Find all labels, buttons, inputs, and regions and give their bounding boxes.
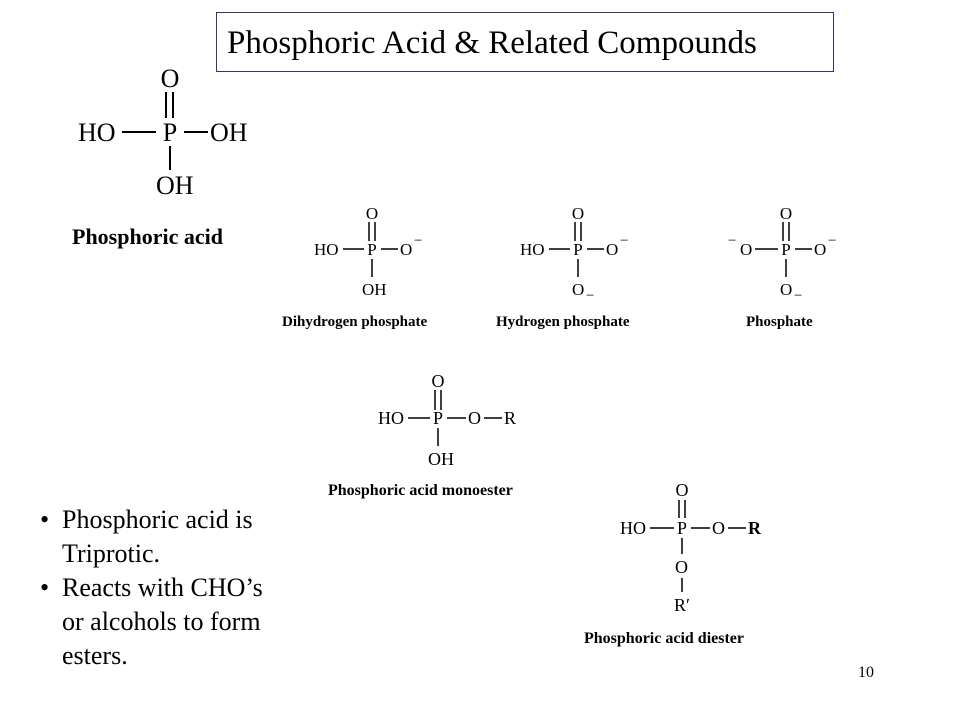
phosphate-structure: O − O P O − O − (728, 204, 836, 304)
atom-o-right: O (400, 240, 412, 259)
atom-o-bottom: O (780, 280, 792, 299)
atom-o-right: O (814, 240, 826, 259)
dihydrogen-phosphate-structure: O HO P O − OH (314, 204, 422, 299)
atom-p: P (163, 118, 177, 147)
atom-p: P (573, 240, 582, 259)
caption-monoester: Phosphoric acid monoester (328, 482, 513, 499)
atom-o-bottom: O (572, 280, 584, 299)
bullet-item: • Reacts with CHO’s or alcohols to form … (40, 571, 330, 673)
atom-ho-left: HO (314, 240, 339, 259)
atom-o-top: O (780, 204, 792, 223)
charge-bottom: − (586, 288, 594, 304)
charge-right: − (828, 233, 836, 249)
atom-o-top: O (572, 204, 584, 223)
atom-p: P (367, 240, 376, 259)
atom-oh-bottom: OH (362, 280, 387, 299)
bullet-line: Reacts with CHO’s (62, 573, 263, 602)
bullet-list: • Phosphoric acid is Triprotic. • Reacts… (40, 503, 330, 673)
caption-phosphoric-acid: Phosphoric acid (72, 224, 223, 249)
diester-structure: O HO P O R O R′ (620, 480, 762, 615)
atom-ho-left: HO (378, 408, 404, 428)
atom-oh-bottom: OH (156, 171, 194, 200)
atom-o-link: O (468, 408, 481, 428)
bullet-dot-icon: • (40, 573, 50, 602)
atom-p: P (677, 518, 687, 538)
atom-o-top: O (676, 480, 689, 500)
bullet-item: • Phosphoric acid is Triprotic. (40, 503, 330, 571)
charge-left: − (728, 233, 736, 249)
bullet-line: Phosphoric acid is (62, 505, 253, 534)
atom-o-top: O (432, 371, 445, 391)
atom-p: P (781, 240, 790, 259)
atom-ho-left: HO (78, 118, 116, 147)
atom-o-top: O (366, 204, 378, 223)
caption-dihydrogen-phosphate: Dihydrogen phosphate (282, 314, 428, 330)
bullet-line: Triprotic. (62, 539, 160, 568)
caption-hydrogen-phosphate: Hydrogen phosphate (496, 314, 630, 330)
bullet-dot-icon: • (40, 505, 50, 534)
caption-diester: Phosphoric acid diester (584, 630, 744, 647)
atom-r-prime: R′ (674, 595, 690, 615)
bullet-line: esters. (62, 641, 128, 670)
phosphoric-acid-structure: O HO P OH OH (78, 64, 248, 200)
atom-o-left: O (740, 240, 752, 259)
charge-right: − (414, 233, 422, 249)
atom-ho-left: HO (620, 518, 646, 538)
atom-o-link: O (712, 518, 725, 538)
atom-ho-left: HO (520, 240, 545, 259)
charge-bottom: − (794, 288, 802, 304)
atom-r: R (748, 518, 762, 538)
atom-p: P (433, 408, 443, 428)
atom-oh-bottom: OH (428, 449, 454, 469)
atom-o-top: O (161, 64, 180, 93)
atom-o-bottom: O (675, 557, 688, 577)
atom-o-right: O (606, 240, 618, 259)
page-title: Phosphoric Acid & Related Compounds (227, 25, 757, 61)
title-box: Phosphoric Acid & Related Compounds (216, 12, 834, 72)
caption-phosphate: Phosphate (746, 314, 813, 330)
charge-right: − (620, 233, 628, 249)
atom-oh-right: OH (210, 118, 248, 147)
page-number: 10 (858, 664, 874, 681)
hydrogen-phosphate-structure: O HO P O − O − (520, 204, 628, 304)
monoester-structure: O HO P O R OH (378, 371, 516, 469)
atom-r: R (504, 408, 516, 428)
bullet-line: or alcohols to form (62, 607, 261, 636)
